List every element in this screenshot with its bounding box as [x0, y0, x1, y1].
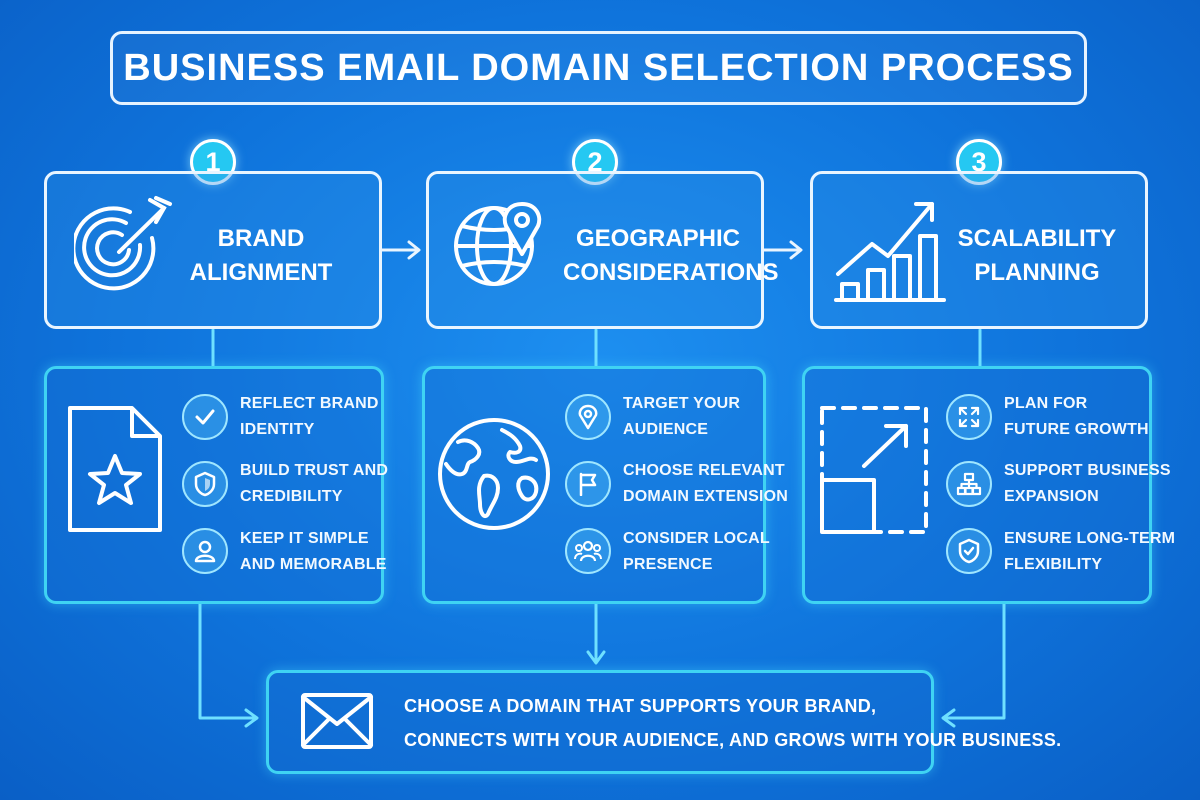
shield-icon: [182, 461, 228, 507]
step-1-box: [44, 171, 382, 329]
flag-icon: [565, 461, 611, 507]
scale-up-icon: [820, 406, 928, 534]
connector-detail1-to-conclusion: [198, 602, 258, 720]
step-1-item-1: REFLECT BRAND IDENTITY: [240, 395, 379, 438]
target-arrow-icon: [74, 196, 172, 291]
conclusion-text: CHOOSE A DOMAIN THAT SUPPORTS YOUR BRAND…: [404, 696, 1062, 750]
location-pin-icon: [565, 394, 611, 440]
step-3-item-3: ENSURE LONG-TERM FLEXIBILITY: [1004, 530, 1176, 573]
step-2-label: GEOGRAPHIC CONSIDERATIONS: [563, 225, 779, 286]
step-2-item-3: CONSIDER LOCAL PRESENCE: [623, 530, 770, 573]
conclusion-box: [266, 670, 934, 774]
shield-check-icon: [946, 528, 992, 574]
step-3-item-2: SUPPORT BUSINESS EXPANSION: [1004, 462, 1171, 505]
step-2-item-2: CHOOSE RELEVANT DOMAIN EXTENSION: [623, 462, 788, 505]
earth-icon: [438, 418, 550, 530]
page-title: BUSINESS EMAIL DOMAIN SELECTION PROCESS: [123, 46, 1074, 89]
step-2-badge: 2: [572, 139, 618, 185]
org-chart-icon: [946, 461, 992, 507]
step-3-item-1: PLAN FOR FUTURE GROWTH: [1004, 395, 1149, 438]
connector-detail3-to-conclusion: [942, 602, 1006, 720]
user-icon: [182, 528, 228, 574]
checkmark-icon: [182, 394, 228, 440]
step-1-item-3: KEEP IT SIMPLE AND MEMORABLE: [240, 530, 387, 573]
step-3-label: SCALABILITY PLANNING: [957, 225, 1117, 286]
people-group-icon: [565, 528, 611, 574]
step-1-badge: 1: [190, 139, 236, 185]
globe-pin-icon: [454, 202, 542, 286]
step-1-item-2: BUILD TRUST AND CREDIBILITY: [240, 462, 389, 505]
document-star-icon: [68, 406, 162, 532]
step-2-item-1: TARGET YOUR AUDIENCE: [623, 395, 741, 438]
envelope-icon: [301, 693, 373, 749]
step-3-badge: 3: [956, 139, 1002, 185]
title-box: BUSINESS EMAIL DOMAIN SELECTION PROCESS: [110, 31, 1087, 105]
step-1-label: BRAND ALIGNMENT: [189, 225, 333, 286]
expand-arrows-icon: [946, 394, 992, 440]
step-2-box: [426, 171, 764, 329]
growth-chart-icon: [834, 202, 946, 302]
